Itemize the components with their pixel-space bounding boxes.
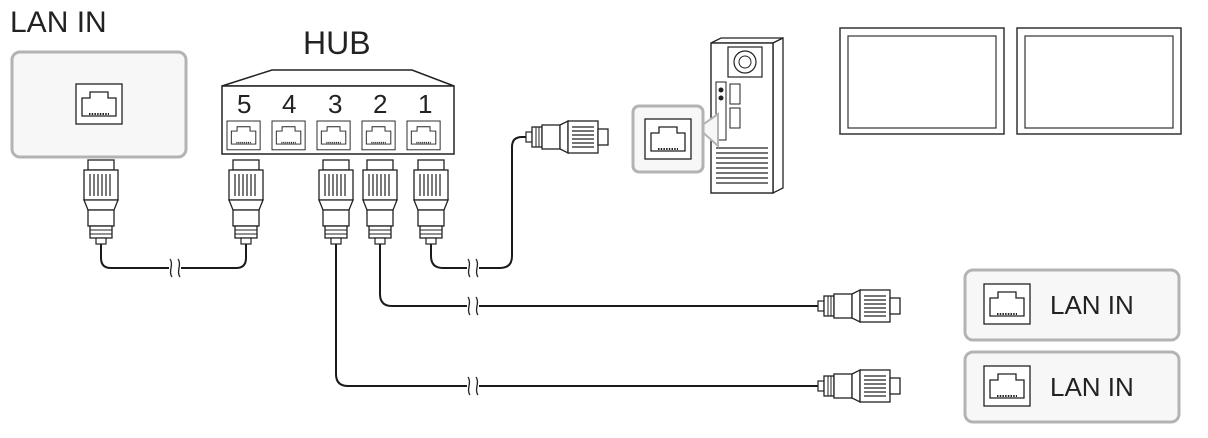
hub-port-number: 2 (373, 89, 387, 119)
cable-break-icon (466, 296, 480, 316)
ethernet-plug-icon (817, 369, 901, 403)
ethernet-plug-icon (413, 159, 449, 245)
hub-port-number: 3 (328, 89, 342, 119)
hub-port-number: 5 (237, 89, 251, 119)
hub-port-number: 1 (418, 89, 432, 119)
hub-port-number: 4 (282, 89, 296, 119)
lan-in-display-2-label: LAN IN (1050, 372, 1134, 402)
display-icon (839, 27, 1005, 135)
lan-in-top-label: LAN IN (10, 6, 107, 39)
cable-port3-to-display2 (335, 240, 820, 387)
cable-break-icon (168, 258, 182, 278)
hub-port-icon (226, 120, 261, 151)
cable-break-icon (466, 376, 480, 396)
ethernet-plug-icon (318, 159, 354, 245)
hub-port-numbers: 5 4 3 2 1 (237, 89, 432, 119)
ethernet-port-icon (75, 83, 123, 125)
ethernet-port-icon (983, 283, 1031, 325)
hub-port-icon (406, 120, 441, 151)
hub-label: HUB (303, 25, 371, 61)
ethernet-plug-icon (83, 159, 119, 245)
pc-lan-callout-pointer (696, 112, 719, 149)
ethernet-plug-icon (817, 289, 901, 323)
ethernet-port-icon (983, 365, 1031, 407)
ethernet-plug-icon (362, 159, 398, 245)
hub-port-icon (361, 120, 396, 151)
hub-ports (226, 120, 441, 151)
ethernet-port-icon (644, 118, 692, 160)
pc-tower-icon (710, 36, 784, 195)
ethernet-plug-icon (228, 159, 264, 245)
display-icon (1016, 27, 1182, 135)
cable-port1-to-pc (430, 136, 530, 269)
cable-break-icon (466, 258, 480, 278)
hub-port-icon (271, 120, 306, 151)
cable-port2-to-display1 (379, 240, 820, 307)
lan-in-display-1-label: LAN IN (1050, 290, 1134, 320)
ethernet-plug-icon (525, 120, 609, 154)
hub-port-icon (316, 120, 351, 151)
hub-top (221, 69, 455, 87)
